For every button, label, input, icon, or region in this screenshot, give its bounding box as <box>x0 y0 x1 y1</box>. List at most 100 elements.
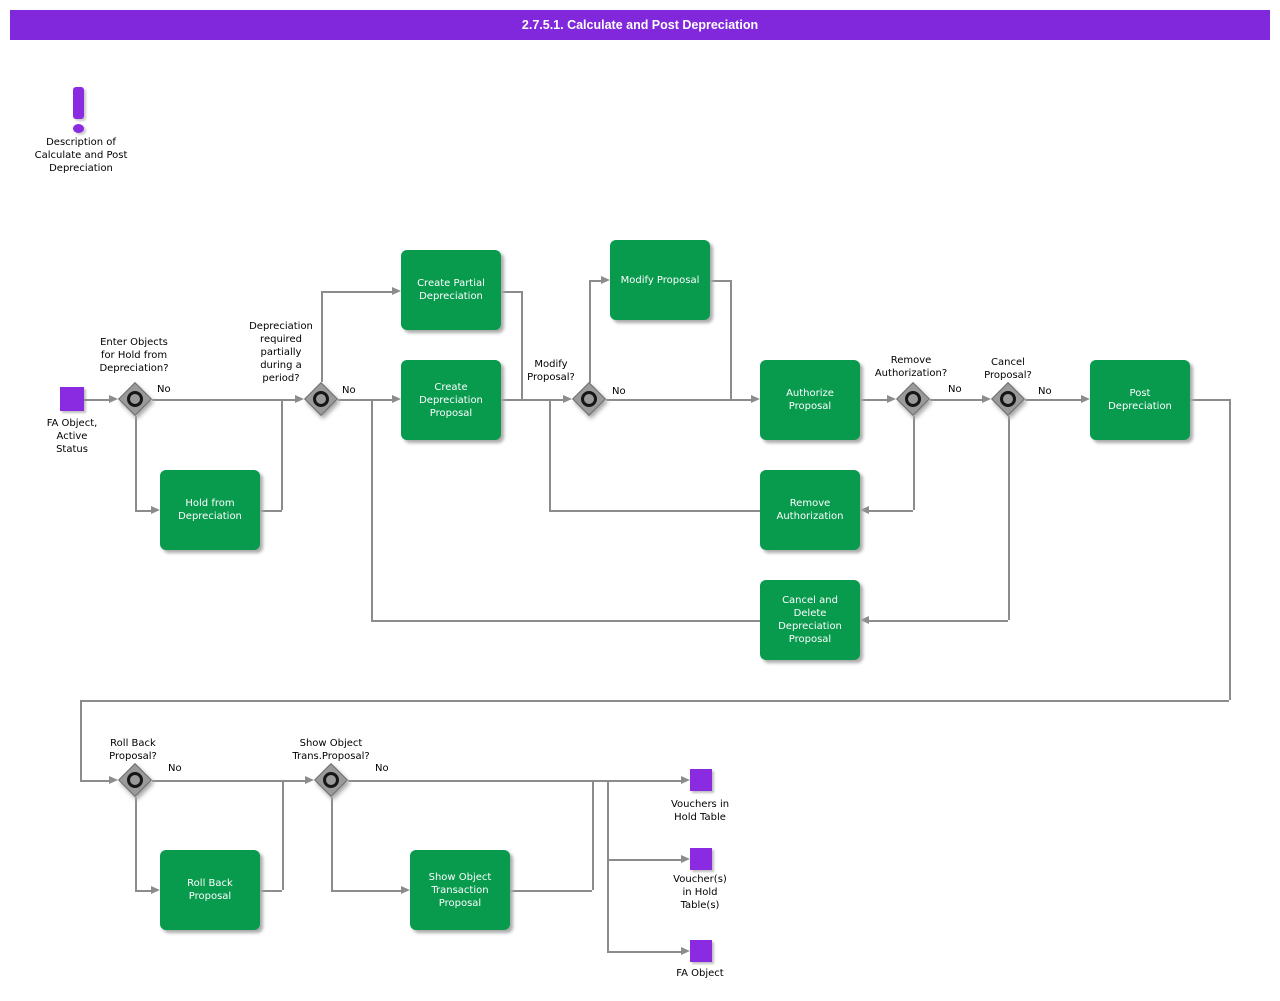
no-label-roll-back: No <box>168 763 182 774</box>
flow-line <box>152 399 295 401</box>
flow-line <box>338 399 392 401</box>
task-remove-authorization[interactable]: Remove Authorization <box>760 470 860 550</box>
arrow-icon <box>305 776 314 784</box>
gateway-circle-icon <box>313 391 329 407</box>
flow-line <box>135 797 137 890</box>
task-create-partial-depreciation[interactable]: Create Partial Depreciation <box>401 250 501 330</box>
no-label-enter-objects: No <box>157 384 171 395</box>
diagram-title-bar: 2.7.5.1. Calculate and Post Depreciation <box>10 10 1270 40</box>
task-authorize-proposal[interactable]: Authorize Proposal <box>760 360 860 440</box>
flow-line <box>84 399 109 401</box>
flow-line <box>135 416 137 510</box>
flow-line <box>152 780 305 782</box>
flow-line <box>860 399 887 401</box>
arrow-icon <box>109 395 118 403</box>
gateway-show-object-proposal <box>314 763 348 797</box>
flow-line <box>589 280 601 282</box>
flow-line <box>501 291 521 293</box>
flow-line <box>549 399 551 510</box>
arrow-icon <box>887 395 896 403</box>
no-label-cancel-proposal: No <box>1038 386 1052 397</box>
decision-label-depreciation-required: Depreciation required partially during a… <box>249 321 313 384</box>
flow-line <box>260 510 282 512</box>
flow-line <box>930 399 982 401</box>
task-show-object-transaction-proposal[interactable]: Show Object Transaction Proposal <box>410 850 510 930</box>
decision-label-show-object: Show Object Trans.Proposal? <box>292 738 370 762</box>
arrow-icon <box>982 395 991 403</box>
flow-line <box>348 780 681 782</box>
arrow-icon <box>860 616 869 624</box>
arrow-icon <box>151 886 160 894</box>
event-label-fa-object-active-status: FA Object, Active Status <box>46 418 98 455</box>
event-fa-object-active-status <box>60 387 84 411</box>
flow-line <box>371 620 760 622</box>
arrow-icon <box>563 395 572 403</box>
flow-line <box>80 700 1229 702</box>
flow-line <box>80 700 82 780</box>
arrow-icon <box>751 395 760 403</box>
task-create-depreciation-proposal[interactable]: Create Depreciation Proposal <box>401 360 501 440</box>
event-fa-object <box>690 940 712 962</box>
arrow-icon <box>109 776 118 784</box>
gateway-circle-icon <box>323 772 339 788</box>
decision-label-roll-back: Roll Back Proposal? <box>109 738 157 762</box>
task-cancel-delete-depreciation-proposal[interactable]: Cancel and Delete Depreciation Proposal <box>760 580 860 660</box>
gateway-remove-authorization <box>896 382 930 416</box>
event-vouchers-in-hold-table <box>690 769 712 791</box>
flow-line <box>1025 399 1081 401</box>
decision-label-modify-proposal: Modify Proposal? <box>527 359 575 383</box>
exclamation-dot <box>73 124 84 133</box>
arrow-icon <box>392 287 401 295</box>
task-modify-proposal[interactable]: Modify Proposal <box>610 240 710 320</box>
flow-line <box>80 780 109 782</box>
arrow-icon <box>860 506 869 514</box>
flow-line <box>592 780 594 890</box>
arrow-icon <box>401 886 410 894</box>
flow-line <box>869 510 913 512</box>
event-label-vouchers-in-hold-table: Vouchers in Hold Table <box>670 799 730 823</box>
exclamation-icon[interactable] <box>69 87 89 135</box>
flow-line <box>281 399 283 510</box>
flow-line <box>1008 416 1010 620</box>
arrow-icon <box>681 855 690 863</box>
flow-line <box>1229 399 1231 700</box>
gateway-circle-icon <box>905 391 921 407</box>
task-roll-back-proposal[interactable]: Roll Back Proposal <box>160 850 260 930</box>
flow-line <box>282 780 284 890</box>
gateway-circle-icon <box>127 391 143 407</box>
gateway-roll-back-proposal <box>118 763 152 797</box>
flow-line <box>321 291 392 293</box>
flow-line <box>913 416 915 510</box>
flow-line <box>371 400 373 620</box>
flow-line <box>260 890 282 892</box>
task-hold-from-depreciation[interactable]: Hold from Depreciation <box>160 470 260 550</box>
event-vouchers-in-hold-tables <box>690 848 712 870</box>
flow-line <box>135 510 151 512</box>
flow-line <box>321 291 323 382</box>
arrow-icon <box>681 947 690 955</box>
flow-line <box>589 280 591 383</box>
arrow-icon <box>295 395 304 403</box>
arrow-icon <box>601 276 610 284</box>
flow-line <box>521 291 523 399</box>
gateway-modify-proposal <box>572 382 606 416</box>
arrow-icon <box>1081 395 1090 403</box>
flow-line <box>606 399 751 401</box>
no-label-modify-proposal: No <box>612 386 626 397</box>
exclamation-bar <box>73 87 84 119</box>
flow-line <box>331 890 401 892</box>
decision-label-enter-objects: Enter Objects for Hold from Depreciation… <box>99 337 169 374</box>
task-post-depreciation[interactable]: Post Depreciation <box>1090 360 1190 440</box>
no-label-show-object: No <box>375 763 389 774</box>
flow-line <box>710 280 730 282</box>
flow-line <box>549 510 760 512</box>
arrow-icon <box>151 506 160 514</box>
flow-line <box>1190 399 1229 401</box>
gateway-circle-icon <box>1000 391 1016 407</box>
event-label-vouchers-in-hold-tables: Voucher(s) in Hold Table(s) <box>673 874 727 911</box>
flow-line <box>607 951 681 953</box>
description-note-label[interactable]: Description of Calculate and Post Deprec… <box>34 137 128 174</box>
arrow-icon <box>681 776 690 784</box>
decision-label-remove-authorization: Remove Authorization? <box>874 355 948 379</box>
